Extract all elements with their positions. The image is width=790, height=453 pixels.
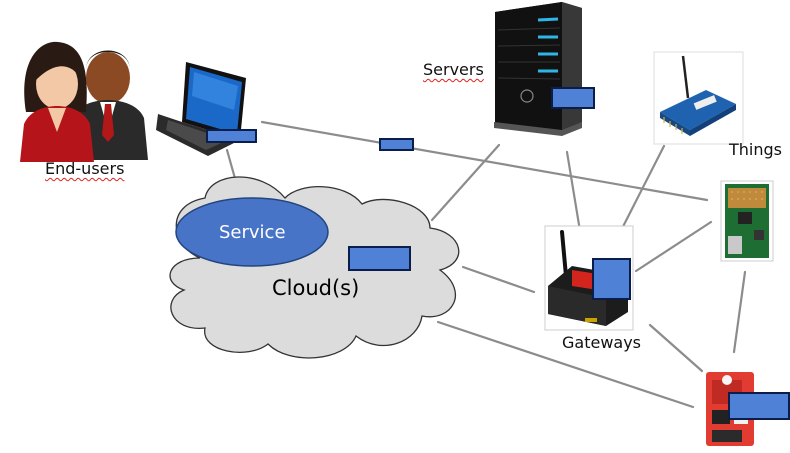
link-board-device <box>732 270 747 354</box>
clouds-label: Cloud(s) <box>272 276 360 300</box>
marker-boxes <box>206 87 790 420</box>
servers-label: Servers <box>423 60 484 79</box>
link-cloud-gateway <box>461 265 536 294</box>
things-label: Things <box>729 140 782 159</box>
xbee-module-icon <box>653 51 744 145</box>
link-cloud-device <box>436 320 695 409</box>
server-marker <box>551 87 595 109</box>
link-board-gateway <box>634 220 713 273</box>
cloud-marker <box>348 246 411 271</box>
gateways-label: Gateways <box>562 333 642 352</box>
sensor-board-icon <box>720 180 774 262</box>
laptop-icon <box>156 62 246 156</box>
connection-lines <box>225 120 747 409</box>
link-cloud-servers <box>430 143 501 222</box>
device-marker <box>728 392 790 420</box>
end-users-icon <box>20 41 148 162</box>
link-marker <box>379 138 414 151</box>
server-tower-icon <box>494 2 582 136</box>
link-gateway-device <box>648 323 704 373</box>
end-users-label: End-users <box>45 159 125 178</box>
cloud-shape <box>169 176 460 359</box>
gateway-marker <box>592 258 631 300</box>
laptop-marker <box>206 129 257 143</box>
service-label: Service <box>219 222 286 243</box>
service-ellipse <box>175 197 329 267</box>
